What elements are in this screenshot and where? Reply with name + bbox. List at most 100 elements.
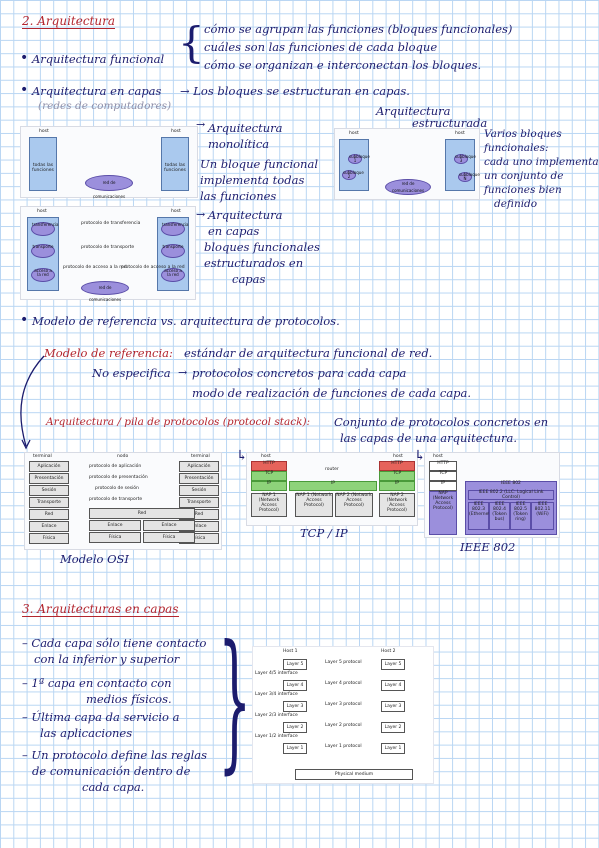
section3-brace: } <box>218 614 252 788</box>
host-left: todas las funciones <box>29 137 57 191</box>
osi-layer: Sesión <box>179 485 219 496</box>
arrow-icon: → <box>196 208 206 221</box>
s3-bullet-2b: medios físicos. <box>86 692 172 706</box>
pila-label: Arquitectura / pila de protocolos (proto… <box>46 416 311 428</box>
layers-desc-2: estructurados en <box>204 256 304 270</box>
osi-layer: Aplicación <box>179 461 219 472</box>
osi-layer: Enlace <box>29 521 69 532</box>
host2-layer: Layer 4 <box>381 680 405 691</box>
tcpip-diagram: host router host HTTP TCP IP IP HTTP TCP… <box>246 452 418 526</box>
bullet-dot: • <box>20 82 29 98</box>
monolithic-diagram: host host todas las funciones todas las … <box>20 126 198 199</box>
arrow-icon: → <box>178 366 188 379</box>
struct-desc-5: funciones bien <box>484 184 562 196</box>
osi-layer: Física <box>29 533 69 544</box>
mono-desc-1: Un bloque funcional <box>200 157 318 171</box>
layers-title-2: en capas <box>208 224 260 238</box>
mono-desc-2: implementa todas <box>200 173 305 187</box>
layers-desc-3: capas <box>232 272 266 286</box>
mono-desc-3: las funciones <box>200 189 277 203</box>
capas-note: (redes de computadores) <box>38 100 172 112</box>
s3-bullet-4b: de comunicación dentro de <box>32 764 191 778</box>
host2-layer: Layer 2 <box>381 722 405 733</box>
struct-desc-1: Varios bloques <box>484 128 562 140</box>
layer-protocol-label: Layer 1 protocol <box>325 744 362 749</box>
modelo-ref-desc: estándar de arquitectura funcional de re… <box>184 346 433 360</box>
mono-title-1: Arquitectura <box>208 121 283 135</box>
struct-desc-2: funcionales: <box>484 142 549 154</box>
osi-layer: Red <box>29 509 69 520</box>
osi-layer: Transporte <box>29 497 69 508</box>
host-right: todas las funciones <box>161 137 189 191</box>
osi-layer: Presentación <box>179 473 219 484</box>
host1-layer: Layer 3 <box>283 701 307 712</box>
hook-arrow: ↳ <box>236 448 248 464</box>
layer-interface-label: Layer 3/4 interface <box>255 692 298 697</box>
struct-title-1: Arquitectura <box>376 104 451 118</box>
funcional-item-2: cuáles son las funciones de cada bloque <box>204 40 438 54</box>
s3-bullet-4c: cada capa. <box>82 780 145 794</box>
capas-label: Arquitectura en capas <box>32 84 162 98</box>
no-espec-item-2: modo de realización de funciones de cada… <box>192 386 471 400</box>
section3-title: 3. Arquitecturas en capas <box>22 602 179 617</box>
no-espec-item-1: protocolos concretos para cada capa <box>192 366 407 380</box>
layer-protocol-label: Layer 4 protocol <box>325 681 362 686</box>
funcional-item-1: cómo se agrupan las funciones (bloques f… <box>204 22 513 36</box>
pila-desc-1: Conjunto de protocolos concretos en <box>334 415 549 429</box>
osi-layer: Sesión <box>29 485 69 496</box>
arrow-icon: → <box>196 118 206 131</box>
s3-bullet-3: – Última capa da servicio a <box>22 710 180 724</box>
layer-protocol-label: Layer 3 protocol <box>325 702 362 707</box>
osi-caption: Modelo OSI <box>60 552 129 566</box>
s3-bullet-1b: con la inferior y superior <box>34 652 180 666</box>
layered-diagram: host host transferencia transporte acces… <box>20 206 196 302</box>
host2-layer: Layer 3 <box>381 701 405 712</box>
layer-interface-label: Layer 2/3 interface <box>255 713 298 718</box>
struct-desc-4: un conjunto de <box>484 170 564 182</box>
ieee-caption: IEEE 802 <box>460 540 516 554</box>
layer-interface-label: Layer 4/5 interface <box>255 671 298 676</box>
struct-desc-6: definido <box>494 198 538 210</box>
struct-desc-3: cada uno implementa <box>484 156 599 168</box>
section2-title: 2. Arquitectura <box>22 14 115 29</box>
s3-bullet-3b: las aplicaciones <box>40 726 133 740</box>
no-especifica: No especifica <box>92 366 171 380</box>
osi-layer: Presentación <box>29 473 69 484</box>
osi-layer: Transporte <box>179 497 219 508</box>
ieee-diagram: host HTTP TCP IP NAP (Network Access Pro… <box>424 452 560 538</box>
modelo-vs: Modelo de referencia vs. arquitectura de… <box>32 314 340 328</box>
network-ellipse: red de comunicaciones <box>385 179 431 195</box>
host1-layer: Layer 4 <box>283 680 307 691</box>
curve-connector <box>20 355 45 450</box>
network-ellipse: red de comunicaciones <box>81 281 129 302</box>
s3-bullet-1: – Cada capa sólo tiene contacto <box>22 636 207 650</box>
s3-bullet-2: – 1ª capa en contacto con <box>22 676 172 690</box>
host1-layer: Layer 5 <box>283 659 307 670</box>
layer-protocol-label: Layer 2 protocol <box>325 723 362 728</box>
host1-layer: Layer 1 <box>283 743 307 754</box>
layer-protocol-label: Layer 5 protocol <box>325 660 362 665</box>
bullet-dot: • <box>20 312 29 328</box>
layers-desc-1: bloques funcionales <box>204 240 320 254</box>
funcional-brace: { <box>178 18 205 67</box>
hook-arrow: ↳ <box>414 448 426 464</box>
osi-layer: Aplicación <box>29 461 69 472</box>
host2-layer: Layer 5 <box>381 659 405 670</box>
bullet-dot: • <box>20 50 29 66</box>
modelo-ref-label: Modelo de referencia: <box>44 346 173 360</box>
tcpip-caption: TCP / IP <box>300 526 348 540</box>
host2-layer: Layer 1 <box>381 743 405 754</box>
layer-interface-label: Layer 1/2 interface <box>255 734 298 739</box>
layers-title-1: Arquitectura <box>208 208 283 222</box>
struct-title-2: estructurada <box>412 116 488 130</box>
capas-desc: → Los bloques se estructuran en capas. <box>180 84 410 98</box>
structured-diagram: host host subbloque 1 subbloque 2 subblo… <box>334 128 480 200</box>
network-ellipse: red de comunicaciones <box>85 175 133 199</box>
host1-layer: Layer 2 <box>283 722 307 733</box>
funcional-item-3: cómo se organizan e interconectan los bl… <box>204 58 482 72</box>
s3-bullet-4: – Un protocolo define las reglas <box>22 748 208 762</box>
mono-title-2: monolítica <box>208 137 270 151</box>
pila-desc-2: las capas de una arquitectura. <box>340 431 518 445</box>
